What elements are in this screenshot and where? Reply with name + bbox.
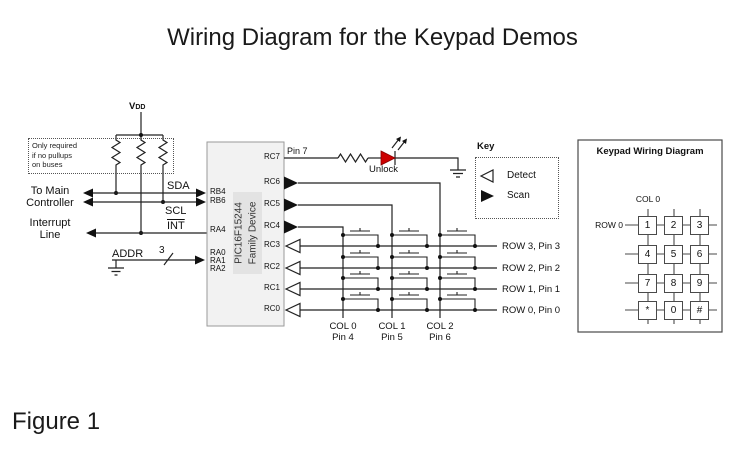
pin-label-ra0: RA0	[210, 248, 226, 257]
col0-label: COL 0 Pin 4	[329, 321, 357, 343]
row1-label: ROW 1, Pin 1	[502, 284, 561, 295]
detect-icon-rc3	[284, 238, 301, 254]
pin-label-rb4: RB4	[210, 187, 226, 196]
pin-label-rb6: RB6	[210, 196, 226, 205]
scan-icon-rc5	[284, 198, 298, 212]
detect-icon-rc0	[284, 302, 301, 318]
keypad-key-9: 9	[690, 274, 709, 293]
row2-label: ROW 2, Pin 2	[502, 263, 561, 274]
vdd-subscript: DD	[135, 104, 146, 111]
legend-scan-icon	[481, 190, 494, 202]
page-title: Wiring Diagram for the Keypad Demos	[167, 24, 578, 51]
keypad-key-7: 7	[638, 274, 657, 293]
col1-label: COL 1 Pin 5	[378, 321, 406, 343]
led-emission-arrows	[391, 138, 406, 151]
vdd-label: VDD	[129, 101, 146, 112]
scan-triangles	[284, 176, 298, 234]
pin-label-ra2: RA2	[210, 264, 226, 273]
scl-label: SCL	[165, 205, 187, 217]
legend-scan-label: Scan	[507, 190, 530, 201]
pullup-resistor-3	[157, 135, 169, 202]
led-diode-icon	[380, 150, 396, 166]
pin-label-rc6: RC6	[263, 177, 280, 186]
col0-wire	[298, 226, 344, 318]
pullup-note: Only required if no pullups on buses	[32, 141, 78, 169]
addr-ground-icon	[108, 267, 124, 276]
bus-arrowheads	[83, 188, 206, 265]
scan-icon-rc4	[284, 220, 298, 234]
pin-label-rc7: RC7	[263, 152, 280, 161]
unlock-label: Unlock	[369, 164, 399, 175]
keypad-key-2: 2	[664, 216, 683, 235]
scan-icon-rc6	[284, 176, 298, 190]
pin-label-ra1: RA1	[210, 256, 226, 265]
to-main-controller-label: To Main Controller	[26, 185, 74, 209]
legend-detect-icon	[479, 169, 494, 183]
bus-wires	[91, 192, 207, 276]
led-resistor	[337, 152, 369, 164]
pin-label-rc2: RC2	[263, 262, 280, 271]
col2-label: COL 2 Pin 6	[426, 321, 454, 343]
keypad-col0-label: COL 0	[635, 194, 661, 204]
keypad-key-6: 6	[690, 245, 709, 264]
bus-width-slash	[163, 252, 174, 266]
pullup-network	[110, 112, 169, 233]
row0-label: ROW 0, Pin 0	[502, 305, 561, 316]
chip-name-plate	[233, 192, 262, 274]
legend-detect-label: Detect	[507, 170, 536, 181]
keypad-key-1: 1	[638, 216, 657, 235]
row3-label: ROW 3, Pin 3	[502, 241, 561, 252]
pullup-note-box	[28, 138, 174, 174]
int-label: INT	[167, 220, 185, 232]
pin-label-rc3: RC3	[263, 240, 280, 249]
keypad-key-8: 8	[664, 274, 683, 293]
keypad-diagram-title: Keypad Wiring Diagram	[596, 146, 704, 157]
column-wires	[298, 182, 441, 318]
detect-icon-rc1	[284, 281, 301, 297]
pin-label-ra4: RA4	[210, 225, 226, 234]
detect-icon-rc2	[284, 260, 301, 276]
addr-bus-width: 3	[159, 245, 165, 256]
keypad-box	[577, 139, 723, 333]
keypad-key-hash: #	[690, 301, 709, 320]
keypad-key-4: 4	[638, 245, 657, 264]
keypad-row0-label: ROW 0	[595, 220, 623, 230]
row-wires	[300, 245, 497, 311]
pullup-resistor-2	[135, 135, 147, 233]
figure-caption: Figure 1	[12, 408, 101, 435]
pushbutton-switches	[343, 228, 476, 310]
pushbutton-contact-dots	[341, 233, 477, 312]
sda-label: SDA	[167, 180, 190, 192]
chip-name: PIC16F15244 Family Device	[233, 201, 259, 265]
keypad-key-5: 5	[664, 245, 683, 264]
col1-wire	[298, 204, 393, 318]
pullup-resistor-1	[110, 135, 122, 193]
detect-triangles	[284, 238, 301, 318]
key-legend-title: Key	[477, 141, 495, 152]
led-emission-arrowheads	[396, 136, 407, 144]
keypad-key-0: 0	[664, 301, 683, 320]
pin-label-rc5: RC5	[263, 199, 280, 208]
addr-label: ADDR	[112, 248, 144, 260]
interrupt-line-label: Interrupt Line	[29, 217, 71, 241]
col2-wire	[298, 182, 441, 318]
pin-label-rc0: RC0	[263, 304, 280, 313]
keypad-key-star: *	[638, 301, 657, 320]
led-circuit-wires	[284, 138, 466, 178]
keypad-key-3: 3	[690, 216, 709, 235]
pin-label-rc4: RC4	[263, 221, 280, 230]
led-ground-icon	[450, 169, 466, 178]
pin7-label: Pin 7	[287, 146, 308, 156]
wire-to-ground	[395, 157, 459, 170]
key-legend-box	[475, 157, 559, 219]
pin-label-rc1: RC1	[263, 283, 280, 292]
